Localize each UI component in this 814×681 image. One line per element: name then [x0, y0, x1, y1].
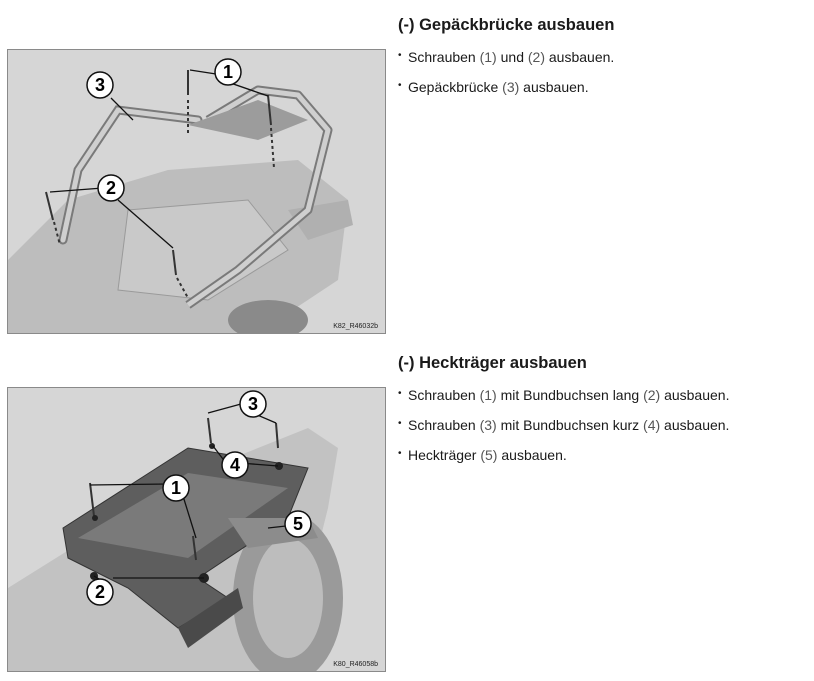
section-heading: (-) Heckträger ausbauen: [398, 354, 587, 372]
rear-carrier-illustration: 1 2 3 4 5 K80_R46058b: [8, 388, 385, 671]
section-remove-rear-carrier: (-) Heckträger ausbauen • Schrauben (1) …: [398, 354, 808, 477]
luggage-rack-illustration: 1 2 3 K82_R46032b: [8, 50, 385, 333]
step-item: • Schrauben (3) mit Bundbuchsen kurz (4)…: [398, 417, 730, 433]
callout-2-icon: [86, 578, 114, 606]
callout-1-icon: [214, 58, 242, 86]
callout-4: 4: [230, 455, 240, 475]
steps-list: • Schrauben (1) mit Bundbuchsen lang (2)…: [398, 387, 808, 463]
bullet-icon: •: [398, 50, 402, 61]
callout-4-icon: [221, 451, 249, 479]
step-item: • Heckträger (5) ausbauen.: [398, 447, 567, 463]
steps-list: • Schrauben (1) und (2) ausbauen. • Gepä…: [398, 49, 808, 95]
bullet-icon: •: [398, 388, 402, 399]
callout-5-icon: [284, 510, 312, 538]
bullet-icon: •: [398, 448, 402, 459]
step-item: • Schrauben (1) und (2) ausbauen.: [398, 49, 615, 65]
callout-1: 1: [223, 62, 233, 82]
section-remove-luggage-rack: (-) Gepäckbrücke ausbauen • Schrauben (1…: [398, 16, 808, 109]
figure-rear-carrier: 1 2 3 4 5 K80_R46058b: [7, 387, 386, 672]
callout-2: 2: [106, 178, 116, 198]
callout-3: 3: [248, 394, 258, 414]
callout-5: 5: [293, 514, 303, 534]
callout-2: 2: [95, 582, 105, 602]
figure-code: K80_R46058b: [333, 661, 378, 668]
callout-2-icon: [97, 174, 125, 202]
figure-code: K82_R46032b: [333, 323, 378, 330]
step-item: • Gepäckbrücke (3) ausbauen.: [398, 79, 589, 95]
callout-3-icon: [239, 390, 267, 418]
step-item: • Schrauben (1) mit Bundbuchsen lang (2)…: [398, 387, 730, 403]
callout-3: 3: [95, 75, 105, 95]
callout-1-icon: [162, 474, 190, 502]
figure-luggage-rack: 1 2 3 K82_R46032b: [7, 49, 386, 334]
section-heading: (-) Gepäckbrücke ausbauen: [398, 16, 615, 34]
callout-3-icon: [86, 71, 114, 99]
bullet-icon: •: [398, 418, 402, 429]
callout-1: 1: [171, 478, 181, 498]
bullet-icon: •: [398, 80, 402, 91]
